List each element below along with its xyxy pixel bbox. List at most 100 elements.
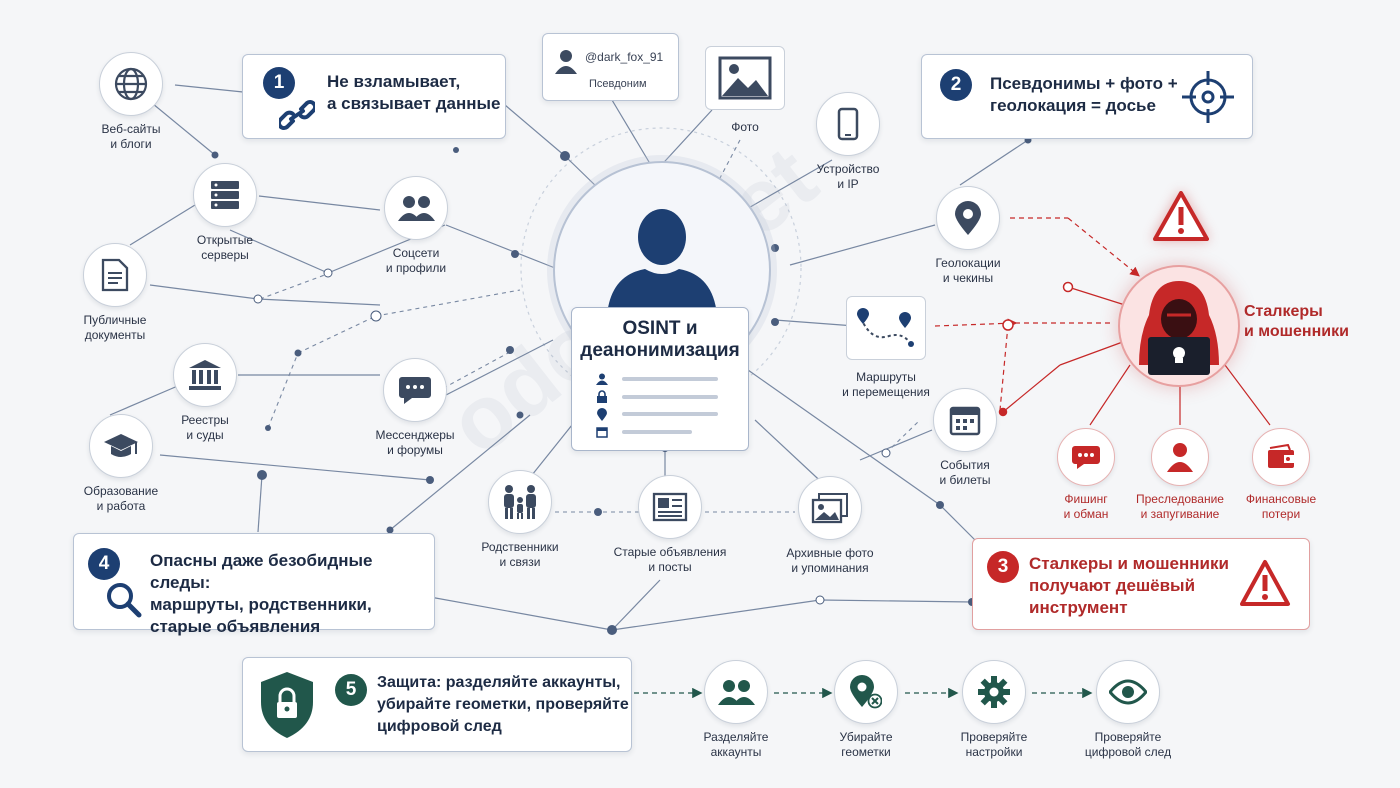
financial-node: Финансовые потери <box>1236 428 1326 522</box>
education-label: Образование и работа <box>83 484 159 513</box>
check-footprint-label: Проверяйте цифровой след <box>1084 730 1172 759</box>
globe-icon <box>99 52 163 116</box>
callout-4-number: 4 <box>88 548 120 580</box>
pseudonym-handle: @dark_fox_91 <box>585 50 664 64</box>
phishing-node: Фишинг и обман <box>1046 428 1126 522</box>
crosshair-icon <box>1180 69 1236 130</box>
old-ads-node: Старые объявления и посты <box>610 475 730 575</box>
routes-node: Маршруты и перемещения <box>830 296 942 400</box>
graduation-cap-icon <box>89 414 153 478</box>
callout-5: 5 Защита: разделяйте аккаунты, убирайте … <box>242 657 632 752</box>
magnifier-icon <box>106 582 142 623</box>
phishing-label: Фишинг и обман <box>1063 492 1109 521</box>
social-node: Соцсети и профили <box>368 176 464 276</box>
chat-icon <box>383 358 447 422</box>
phishing-chat-icon <box>1057 428 1115 486</box>
profile-line-2 <box>622 395 718 399</box>
callout-1: 1 Не взламывает, а связывает данные <box>242 54 506 139</box>
link-icon <box>277 99 317 136</box>
gear-icon <box>962 660 1026 724</box>
device-node: Устройство и IP <box>800 92 896 192</box>
servers-node: Открытые серверы <box>180 163 270 263</box>
callout-3: 3 Сталкеры и мошенники получают дешёвый … <box>972 538 1310 630</box>
pin-remove-icon <box>834 660 898 724</box>
photo-label: Фото <box>731 120 759 134</box>
separate-accounts-node: Разделяйте аккаунты <box>690 660 782 760</box>
threat-actor-label: Сталкеры и мошенники <box>1244 303 1349 340</box>
pseudonym-label: Псевдоним <box>589 78 647 90</box>
people-icon <box>384 176 448 240</box>
profile-pin-icon <box>597 408 607 426</box>
events-node: События и билеты <box>918 388 1012 488</box>
family-icon <box>488 470 552 534</box>
harassment-label: Преследование и запугивание <box>1136 492 1224 521</box>
wallet-icon <box>1252 428 1310 486</box>
websites-label: Веб-сайты и блоги <box>101 122 161 151</box>
registries-label: Реестры и суды <box>181 413 229 442</box>
check-settings-label: Проверяйте настройки <box>960 730 1028 759</box>
route-map-icon <box>846 296 926 360</box>
map-pin-icon <box>936 186 1000 250</box>
hacker-icon <box>1134 279 1224 380</box>
geolocation-label: Геолокации и чекины <box>935 256 1001 285</box>
center-title: OSINT и деанонимизация <box>580 318 740 361</box>
callout-2-number: 2 <box>940 69 972 101</box>
person-silhouette-icon <box>607 205 717 320</box>
remove-geotags-label: Убирайте геометки <box>839 730 893 759</box>
callout-4-text: Опасны даже безобидные следы: маршруты, … <box>150 551 373 636</box>
callout-5-text: Защита: разделяйте аккаунты, убирайте ге… <box>377 674 629 735</box>
profile-line-1 <box>622 377 718 381</box>
documents-node: Публичные документы <box>70 243 160 343</box>
eye-icon <box>1096 660 1160 724</box>
routes-label: Маршруты и перемещения <box>842 370 930 399</box>
calendar-icon <box>933 388 997 452</box>
separate-accounts-label: Разделяйте аккаунты <box>703 730 769 759</box>
document-icon <box>83 243 147 307</box>
websites-node: Веб-сайты и блоги <box>86 52 176 152</box>
callout-4: 4 Опасны даже безобидные следы: маршруты… <box>73 533 435 636</box>
profile-line-4 <box>622 430 692 434</box>
callout-3-warning-icon <box>1239 559 1291 612</box>
profile-lock-icon <box>596 390 608 408</box>
newspaper-icon <box>638 475 702 539</box>
messengers-node: Мессенджеры и форумы <box>360 358 470 458</box>
relatives-node: Родственники и связи <box>470 470 570 570</box>
registries-node: Реестры и суды <box>160 343 250 443</box>
device-label: Устройство и IP <box>816 162 880 191</box>
social-label: Соцсети и профили <box>385 246 447 275</box>
callout-3-text: Сталкеры и мошенники получают дешёвый ин… <box>1029 554 1229 617</box>
separate-people-icon <box>704 660 768 724</box>
photo-node: Фото <box>700 46 790 135</box>
harassment-node: Преследование и запугивание <box>1128 428 1232 522</box>
user-icon <box>555 48 577 79</box>
callout-2: 2 Псевдонимы + фото + геолокация = досье <box>921 54 1253 139</box>
callout-1-text: Не взламывает, а связывает данные <box>327 72 501 113</box>
center-card: OSINT и деанонимизация <box>571 307 749 451</box>
photo-icon <box>705 46 785 110</box>
remove-geotags-node: Убирайте геометки <box>820 660 912 760</box>
gallery-icon <box>798 476 862 540</box>
messengers-label: Мессенджеры и форумы <box>375 428 455 457</box>
servers-label: Открытые серверы <box>196 233 254 262</box>
courthouse-icon <box>173 343 237 407</box>
archive-node: Архивные фото и упоминания <box>774 476 886 576</box>
warning-triangle-icon <box>1152 190 1210 247</box>
callout-3-number: 3 <box>987 551 1019 583</box>
old-ads-label: Старые объявления и посты <box>613 545 727 574</box>
events-label: События и билеты <box>939 458 991 487</box>
callout-2-text: Псевдонимы + фото + геолокация = досье <box>990 74 1178 115</box>
server-icon <box>193 163 257 227</box>
profile-line-3 <box>622 412 718 416</box>
harassment-person-icon <box>1151 428 1209 486</box>
relatives-label: Родственники и связи <box>481 540 559 569</box>
archive-label: Архивные фото и упоминания <box>786 546 874 575</box>
callout-1-number: 1 <box>263 67 295 99</box>
shield-lock-icon <box>259 670 315 745</box>
phone-icon <box>816 92 880 156</box>
threat-actor-avatar <box>1118 265 1240 387</box>
education-node: Образование и работа <box>76 414 166 514</box>
pseudonym-card: @dark_fox_91 Псевдоним <box>542 33 679 101</box>
documents-label: Публичные документы <box>83 313 147 342</box>
check-footprint-node: Проверяйте цифровой след <box>1074 660 1182 760</box>
profile-person-icon <box>596 372 608 390</box>
